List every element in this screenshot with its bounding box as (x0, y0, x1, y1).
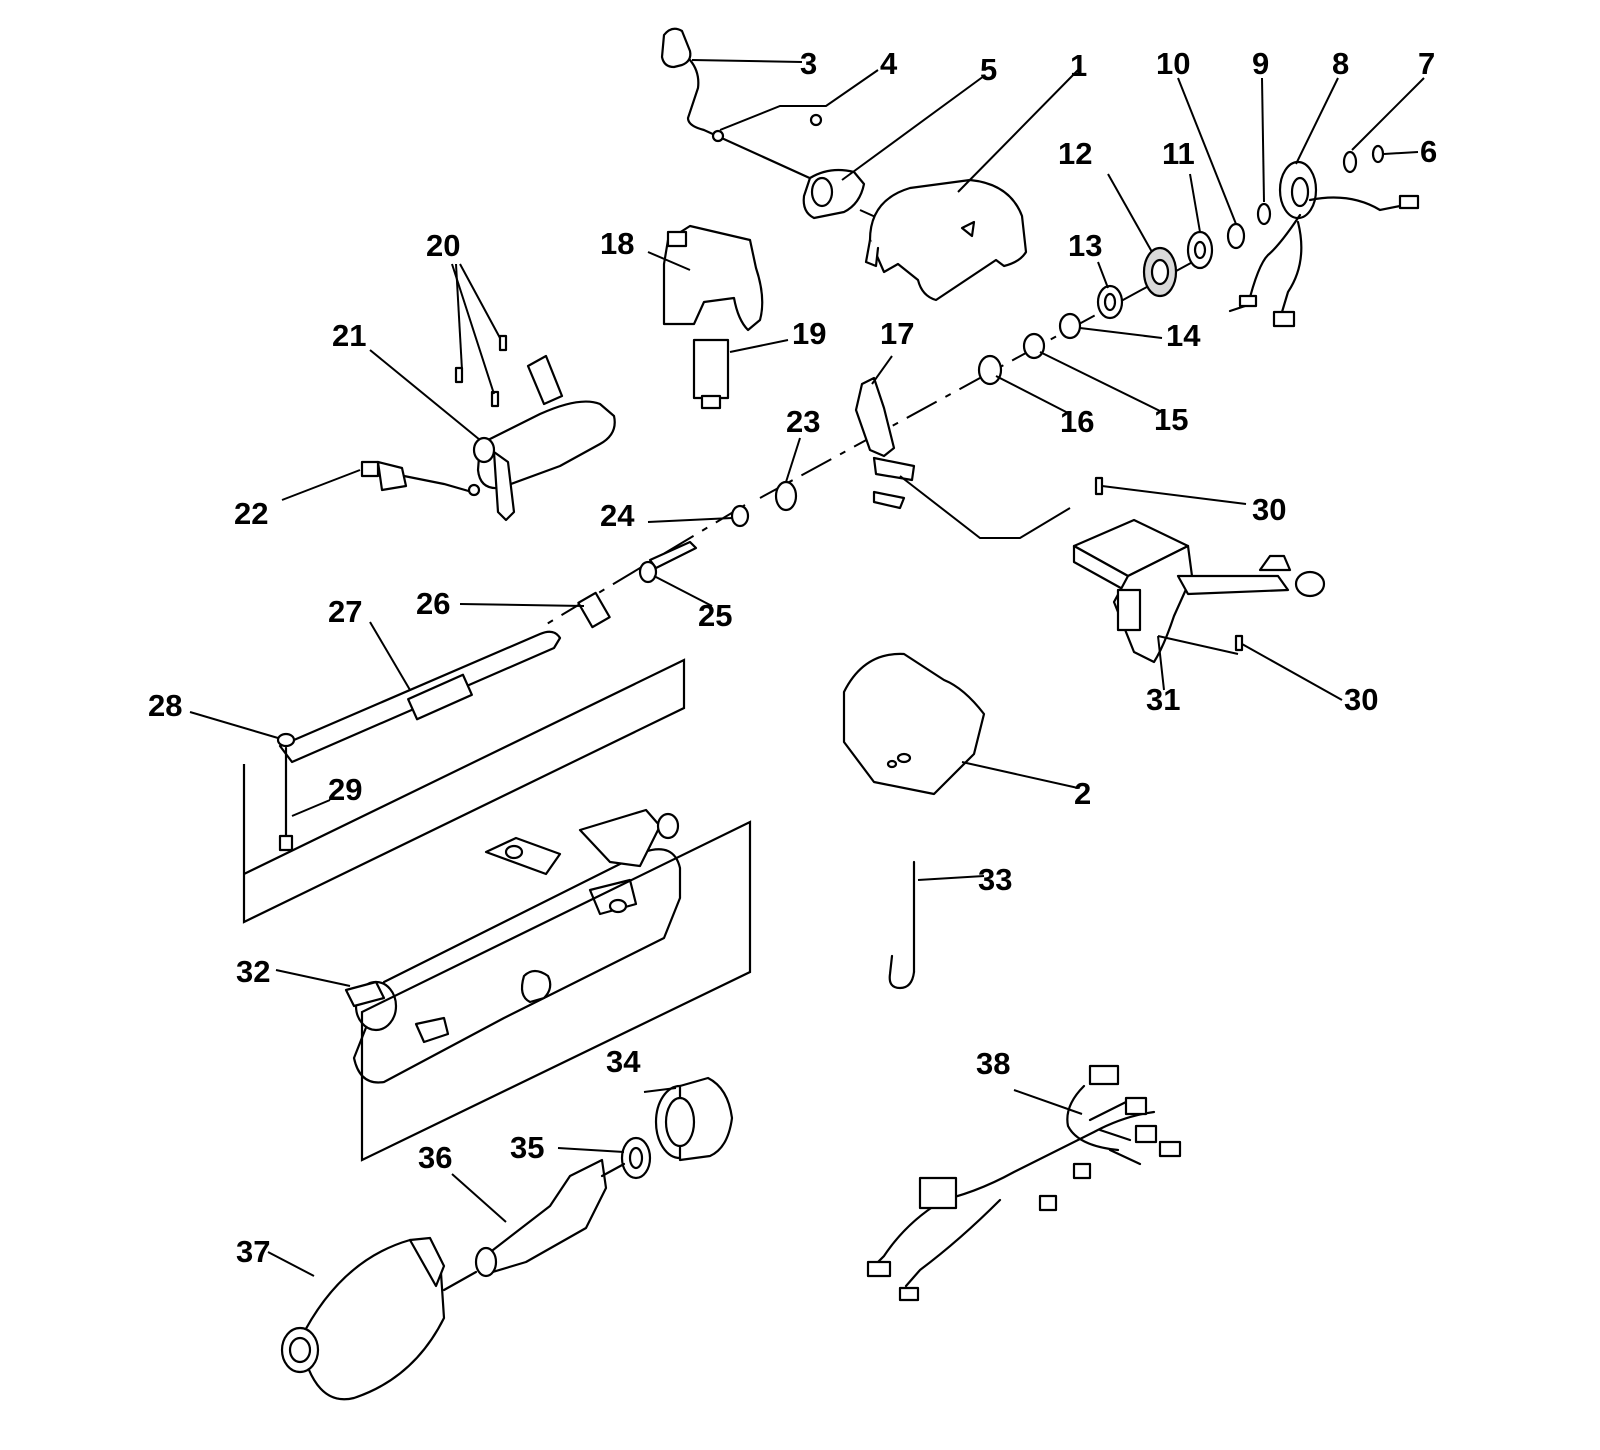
callout-30a: 30 (1252, 492, 1286, 527)
callout-15: 15 (1154, 402, 1188, 437)
part-15-ring (1022, 332, 1046, 360)
part-22-connector (360, 460, 481, 497)
part-2-lower-shroud (842, 652, 986, 796)
callout-20: 20 (426, 228, 460, 263)
callout-13: 13 (1068, 228, 1102, 263)
part-1-upper-shroud (864, 178, 1028, 302)
callout-1: 1 (1070, 48, 1087, 83)
part-36-lower-shaft (474, 1158, 626, 1278)
callout-11: 11 (1162, 136, 1195, 171)
callout-30b: 30 (1344, 682, 1378, 717)
part-10-washer (1226, 222, 1246, 250)
callout-31: 31 (1146, 682, 1180, 717)
callout-labels: 1 2 3 4 5 6 7 8 9 10 11 12 13 14 15 16 1… (148, 46, 1437, 1269)
part-25-shaft (638, 540, 698, 584)
callout-19: 19 (792, 316, 826, 351)
part-11-cam (1186, 230, 1214, 270)
leader-lines (189, 59, 1425, 1277)
callout-2: 2 (1074, 776, 1091, 811)
part-24-washer (730, 504, 750, 528)
part-23-washer (774, 480, 798, 512)
part-18-switch-housing (662, 224, 764, 332)
callout-6: 6 (1420, 134, 1437, 169)
callout-16: 16 (1060, 404, 1094, 439)
part-7-washer (1342, 150, 1358, 174)
part-37-boot-seal (280, 1236, 478, 1401)
callout-10: 10 (1156, 46, 1190, 81)
callout-26: 26 (416, 586, 450, 621)
part-6-washer (1371, 144, 1385, 164)
part-35-bearing (620, 1136, 652, 1180)
part-3-tilt-lever (660, 27, 816, 182)
part-14-ring (1058, 312, 1082, 340)
part-34-ring-gear (654, 1076, 734, 1162)
part-16-ring (977, 354, 1003, 386)
assembly-frame-lines (242, 658, 752, 1162)
part-21-tilt-housing (472, 354, 616, 522)
callout-28: 28 (148, 688, 182, 723)
part-27-rod (278, 630, 562, 764)
part-8-switch-ring (1228, 160, 1420, 328)
callout-32: 32 (236, 954, 270, 989)
callout-35: 35 (510, 1130, 544, 1165)
callout-29: 29 (328, 772, 362, 807)
part-26-clip (577, 591, 611, 629)
part-29-pin (278, 746, 294, 852)
callout-21: 21 (332, 318, 366, 353)
part-4-pin (809, 113, 823, 127)
part-31-multifunction-switch (1072, 518, 1326, 664)
callout-37: 37 (236, 1234, 270, 1269)
callout-4: 4 (880, 46, 898, 81)
part-20-screws (454, 334, 508, 408)
part-5-pivot-switch (802, 168, 901, 229)
part-12-gear (1142, 246, 1178, 298)
part-28-nut (276, 732, 296, 748)
part-13-bearing (1096, 284, 1124, 320)
callout-25: 25 (698, 598, 732, 633)
callout-22: 22 (234, 496, 268, 531)
callout-24: 24 (600, 498, 635, 533)
callout-17: 17 (880, 316, 914, 351)
callout-34: 34 (606, 1044, 641, 1079)
part-32-column-jacket (344, 808, 682, 1084)
part-38-wiring-harness (866, 1064, 1182, 1302)
part-19-actuator (692, 338, 730, 410)
callout-18: 18 (600, 226, 634, 261)
callout-12: 12 (1058, 136, 1092, 171)
callout-3: 3 (800, 46, 817, 81)
callout-27: 27 (328, 594, 362, 629)
part-9-washer (1256, 202, 1272, 226)
callout-7: 7 (1418, 46, 1435, 81)
callout-9: 9 (1252, 46, 1269, 81)
callout-33: 33 (978, 862, 1012, 897)
callout-8: 8 (1332, 46, 1349, 81)
callout-14: 14 (1166, 318, 1201, 353)
callout-36: 36 (418, 1140, 452, 1175)
callout-23: 23 (786, 404, 820, 439)
callout-38: 38 (976, 1046, 1010, 1081)
callout-5: 5 (980, 52, 997, 87)
part-33-hook-rod (888, 860, 916, 990)
part-17-bracket (854, 376, 916, 510)
